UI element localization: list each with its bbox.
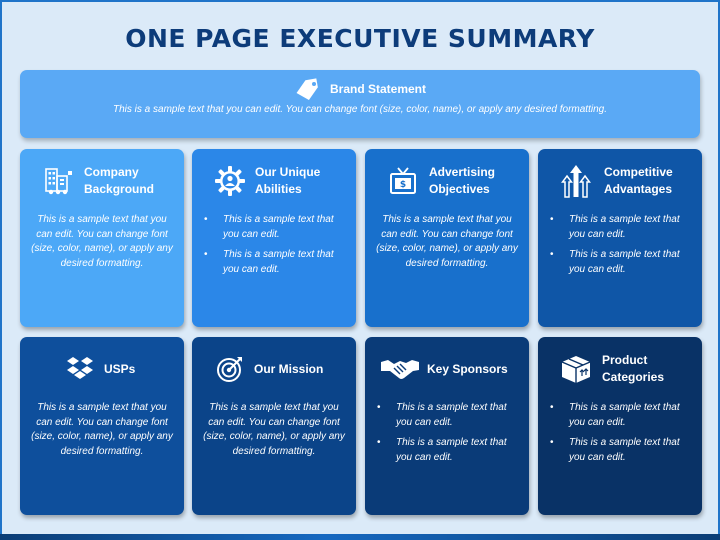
card-title: Advertising Objectives [429, 165, 496, 196]
arrows-up-icon [558, 163, 594, 199]
card-title: Competitive Advantages [604, 165, 673, 196]
card-text: This is a sample text that you can edit.… [31, 214, 173, 269]
list-item: •This is a sample text that you can edit… [550, 402, 680, 428]
bullet-glyph: • [204, 214, 208, 225]
bullet-glyph: • [204, 249, 208, 260]
card-bullet-list: •This is a sample text that you can edit… [377, 401, 519, 471]
tv-icon: $ [385, 163, 421, 199]
card-header: $ Advertising Objectives [365, 163, 529, 199]
card-company-background: Company Background This is a sample text… [20, 149, 184, 327]
bullet-glyph: • [550, 402, 554, 413]
building-icon [40, 163, 76, 199]
page-title: ONE PAGE EXECUTIVE SUMMARY [125, 24, 595, 53]
target-icon [212, 351, 248, 387]
card-header: Key Sponsors [365, 351, 529, 387]
gear-user-icon [212, 163, 248, 199]
bullet-glyph: • [377, 402, 381, 413]
card-title: Product Categories [602, 353, 665, 384]
bottom-accent-bar [0, 534, 720, 540]
bullet-glyph: • [377, 437, 381, 448]
card-header: Competitive Advantages [538, 163, 702, 199]
card-title: Company Background [84, 165, 155, 196]
card-text: This is a sample text that you can edit.… [31, 402, 173, 457]
list-item: •This is a sample text that you can edit… [377, 402, 507, 428]
card-key-sponsors: Key Sponsors •This is a sample text that… [365, 337, 529, 515]
card-text: This is a sample text that you can edit.… [203, 402, 345, 457]
bullet-glyph: • [550, 437, 554, 448]
list-item: •This is a sample text that you can edit… [204, 214, 334, 240]
list-item: •This is a sample text that you can edit… [377, 437, 507, 463]
brand-statement-title: Brand Statement [329, 82, 427, 96]
card-bullet-list: •This is a sample text that you can edit… [550, 213, 692, 283]
card-product-categories: Product Categories •This is a sample tex… [538, 337, 702, 515]
card-header: Product Categories [538, 351, 702, 387]
handshake-icon [379, 351, 421, 387]
list-item: •This is a sample text that you can edit… [204, 249, 334, 275]
brand-statement-text: This is a sample text that you can edit.… [113, 104, 607, 115]
dropbox-icon [62, 351, 98, 387]
brand-statement-header: Brand Statement [20, 78, 700, 100]
bullet-glyph: • [550, 249, 554, 260]
card-usps: USPs This is a sample text that you can … [20, 337, 184, 515]
bullet-glyph: • [550, 214, 554, 225]
card-our-unique-abilities: Our Unique Abilities •This is a sample t… [192, 149, 356, 327]
card-header: Our Mission [192, 351, 356, 387]
list-item: •This is a sample text that you can edit… [550, 214, 680, 240]
card-bullet-list: •This is a sample text that you can edit… [204, 213, 346, 283]
card-advertising-objectives: $ Advertising Objectives This is a sampl… [365, 149, 529, 327]
card-text: This is a sample text that you can edit.… [376, 214, 518, 269]
card-title: USPs [104, 361, 136, 376]
card-bullet-list: •This is a sample text that you can edit… [550, 401, 692, 471]
svg-text:$: $ [400, 180, 406, 190]
list-item: •This is a sample text that you can edit… [550, 249, 680, 275]
card-title: Key Sponsors [427, 361, 508, 376]
card-our-mission: Our Mission This is a sample text that y… [192, 337, 356, 515]
card-header: USPs [20, 351, 184, 387]
card-header: Company Background [20, 163, 184, 199]
card-header: Our Unique Abilities [192, 163, 356, 199]
box-icon [558, 351, 594, 387]
brand-statement-box: Brand Statement This is a sample text th… [20, 70, 700, 138]
list-item: •This is a sample text that you can edit… [550, 437, 680, 463]
card-title: Our Unique Abilities [255, 165, 321, 196]
tag-icon [296, 78, 318, 100]
card-competitive-advantages: Competitive Advantages •This is a sample… [538, 149, 702, 327]
card-title: Our Mission [254, 361, 324, 376]
